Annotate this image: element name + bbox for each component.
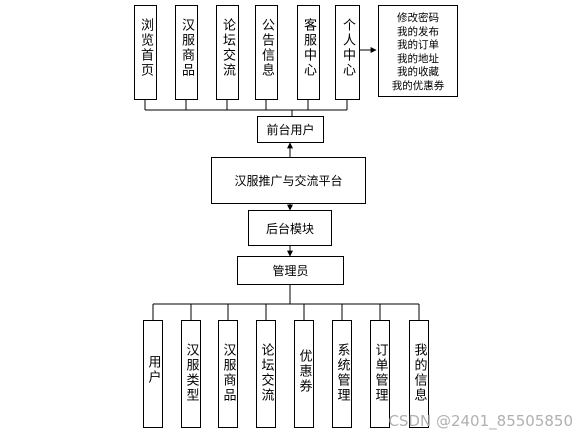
personal-item: 修改密码 xyxy=(397,12,439,24)
personal-item: 我的收藏 xyxy=(397,66,439,78)
module-label: 汉服商品 xyxy=(220,343,236,403)
module-label: 优惠券 xyxy=(296,349,312,394)
module-forum: 论坛交流 xyxy=(216,5,239,100)
module-forum-admin: 论坛交流 xyxy=(256,320,276,428)
module-label: 公告信息 xyxy=(259,18,274,78)
module-label: 系统管理 xyxy=(334,343,350,403)
module-customer-service: 客服中心 xyxy=(297,5,320,100)
module-my-info: 我的信息 xyxy=(409,320,429,428)
module-hanfu-products: 汉服商品 xyxy=(175,5,198,100)
module-announcements: 公告信息 xyxy=(255,5,278,100)
module-label: 订单管理 xyxy=(372,343,388,403)
module-system-management: 系统管理 xyxy=(332,320,352,428)
platform-node: 汉服推广与交流平台 xyxy=(211,157,366,204)
module-coupons: 优惠券 xyxy=(294,320,314,428)
watermark: CSDN @2401_85505850 xyxy=(388,412,573,430)
front-user-node: 前台用户 xyxy=(257,116,324,143)
module-label: 汉服类型 xyxy=(183,343,199,403)
personal-center-items-box: 修改密码 我的发布 我的订单 我的地址 我的收藏 我的优惠券 xyxy=(378,5,458,97)
backend-node: 后台模块 xyxy=(248,210,332,246)
module-label: 我的信息 xyxy=(411,343,427,403)
personal-item: 我的地址 xyxy=(397,52,439,65)
personal-item: 我的发布 xyxy=(397,25,439,38)
module-label: 用户 xyxy=(145,355,161,385)
module-label: 论坛交流 xyxy=(220,18,235,78)
module-label: 客服中心 xyxy=(301,18,316,78)
personal-item: 我的订单 xyxy=(397,39,439,51)
module-hanfu-types: 汉服类型 xyxy=(181,320,201,428)
module-personal-center: 个人中心 xyxy=(335,5,360,100)
module-label: 浏览首页 xyxy=(138,18,153,78)
module-label: 汉服商品 xyxy=(179,18,194,78)
front-user-label: 前台用户 xyxy=(266,123,315,137)
module-label: 论坛交流 xyxy=(258,343,274,403)
platform-label: 汉服推广与交流平台 xyxy=(234,174,343,188)
personal-item: 我的优惠券 xyxy=(391,79,445,92)
backend-label: 后台模块 xyxy=(265,221,314,236)
module-users: 用户 xyxy=(143,320,163,428)
module-browse-home: 浏览首页 xyxy=(134,5,157,100)
module-label: 个人中心 xyxy=(340,18,355,78)
admin-node: 管理员 xyxy=(237,256,344,285)
admin-label: 管理员 xyxy=(272,264,309,278)
module-order-management: 订单管理 xyxy=(370,320,390,428)
module-hanfu-products-admin: 汉服商品 xyxy=(218,320,238,428)
